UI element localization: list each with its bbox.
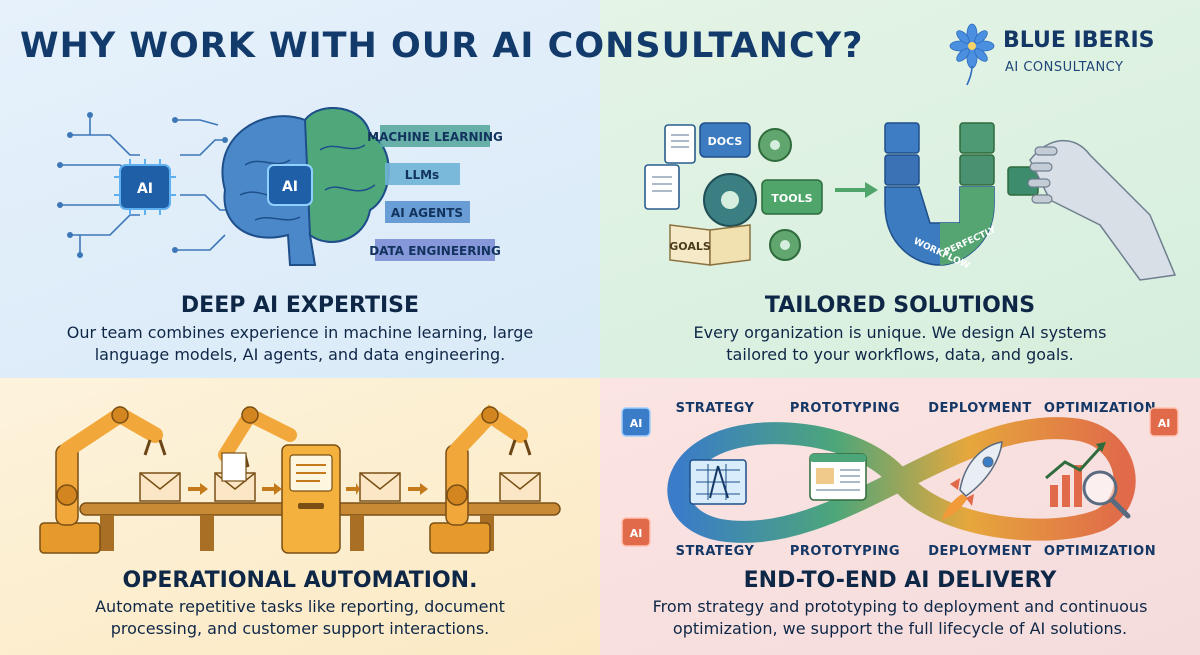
automation-illustration	[39, 404, 561, 554]
tailored-desc-line1: Every organization is unique. We design …	[693, 323, 1107, 342]
tools-chip: TOOLS	[761, 179, 823, 215]
browser-window-icon	[809, 453, 867, 501]
automation-desc-line1: Automate repetitive tasks like reporting…	[95, 597, 505, 616]
iberis-flower-icon	[949, 23, 995, 86]
step-prototyping-bottom: PROTOTYPING	[790, 544, 900, 559]
arrow-icon	[835, 182, 878, 198]
pill-machine-learning: MACHINE LEARNING	[367, 130, 503, 144]
brand-name: BLUE IBERIS	[1003, 28, 1155, 53]
robot-arm-icon	[39, 405, 167, 554]
step-strategy-bottom: STRATEGY	[676, 544, 755, 559]
step-deployment-top: DEPLOYMENT	[928, 401, 1032, 416]
ai-chip-icon: AI	[114, 159, 176, 215]
svg-text:AI: AI	[630, 527, 643, 540]
step-deployment-bottom: DEPLOYMENT	[928, 544, 1032, 559]
ai-chip-icon: AI AI AI	[621, 407, 1179, 547]
tailored-desc-line2: tailored to your workflows, data, and go…	[726, 345, 1074, 364]
pill-data-engineering: DATA ENGINEERING	[369, 244, 501, 258]
tailored-illustration: DOCS TOOLS GOALS WORKFLOW PERFECTLY	[644, 122, 1177, 281]
document-icon	[644, 124, 696, 210]
brand-logo: BLUE IBERIS AI CONSULTANCY	[945, 22, 1195, 86]
expertise-title: DEEP AI EXPERTISE	[180, 293, 420, 318]
goals-label: GOALS	[669, 240, 711, 253]
expertise-illustration: AI AI MACHINE LEARNING LLMs AI AGENTS DA…	[57, 107, 503, 266]
expertise-desc-line1: Our team combines experience in machine …	[66, 323, 534, 342]
step-prototyping-top: PROTOTYPING	[790, 401, 900, 416]
lifecycle-loop	[667, 417, 1136, 543]
delivery-title: END-TO-END AI DELIVERY	[743, 568, 1057, 593]
blueprint-icon	[689, 459, 747, 505]
step-strategy-top: STRATEGY	[676, 401, 755, 416]
step-optimization-bottom: OPTIMIZATION	[1044, 544, 1156, 559]
tools-label: TOOLS	[771, 192, 812, 205]
delivery-desc-line2: optimization, we support the full lifecy…	[672, 619, 1128, 638]
expertise-pills: MACHINE LEARNING LLMs AI AGENTS DATA ENG…	[367, 125, 503, 261]
delivery-desc-line1: From strategy and prototyping to deploym…	[652, 597, 1148, 616]
gear-icon	[703, 128, 801, 261]
brain-icon: AI	[221, 107, 390, 266]
delivery-illustration: STRATEGY PROTOTYPING DEPLOYMENT OPTIMIZA…	[621, 401, 1179, 559]
ai-chip-label: AI	[137, 181, 153, 197]
svg-text:AI: AI	[630, 417, 643, 430]
expertise-desc-line2: language models, AI agents, and data eng…	[94, 345, 506, 364]
automation-title: OPERATIONAL AUTOMATION.	[122, 568, 478, 593]
pill-llms: LLMs	[405, 168, 439, 182]
rocket-icon	[942, 441, 1003, 520]
step-optimization-top: OPTIMIZATION	[1044, 401, 1156, 416]
tailored-title: TAILORED SOLUTIONS	[764, 293, 1036, 318]
kiosk-icon	[281, 444, 341, 554]
robot-arm-icon	[429, 404, 532, 554]
brand-subtitle: AI CONSULTANCY	[1005, 60, 1124, 75]
docs-chip: DOCS	[699, 122, 751, 158]
svg-text:AI: AI	[1158, 417, 1171, 430]
robot-hand-icon	[1027, 139, 1177, 281]
magnifier-chart-icon	[1045, 442, 1131, 519]
docs-label: DOCS	[708, 135, 743, 148]
envelope-icon	[139, 452, 541, 502]
page-title: WHY WORK WITH OUR AI CONSULTANCY?	[20, 26, 864, 66]
flow-arrows	[188, 483, 428, 495]
pill-ai-agents: AI AGENTS	[391, 206, 463, 220]
brain-chip-label: AI	[282, 179, 298, 195]
automation-desc-line2: processing, and customer support interac…	[110, 619, 490, 638]
goals-book: GOALS	[669, 224, 751, 266]
circuit-lines	[60, 115, 230, 255]
puzzle-block-icon: WORKFLOW PERFECTLY	[884, 122, 1039, 271]
